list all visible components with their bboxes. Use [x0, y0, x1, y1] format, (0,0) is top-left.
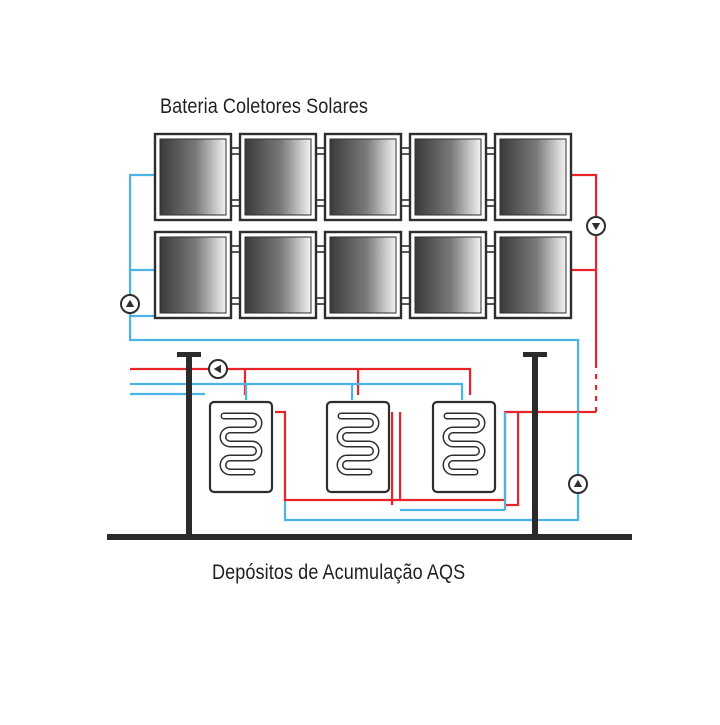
pump-icon [586, 216, 606, 236]
pump-icon [568, 474, 588, 494]
solar-collector-panel [493, 230, 573, 320]
cold-feed-pipe [128, 173, 155, 318]
solar-collector-panel [323, 230, 403, 320]
support-structure [107, 352, 632, 540]
collectors-label: Bateria Coletores Solares [160, 95, 368, 118]
solar-collector-panel [408, 230, 488, 320]
floor-beam [107, 534, 632, 540]
left-post [186, 356, 192, 536]
solar-collector-panel [493, 132, 573, 222]
right-post [532, 356, 538, 536]
right-post-cap [523, 352, 547, 357]
tanks-label: Depósitos de Acumulação AQS [212, 561, 466, 584]
left-post-cap [177, 352, 201, 357]
storage-tanks [208, 400, 497, 494]
solar-collector-panel [153, 230, 233, 320]
pump-icon [120, 294, 140, 314]
solar-collector-panel [238, 230, 318, 320]
collector-battery [153, 132, 573, 320]
tank-loop-cold-2 [400, 412, 507, 512]
hot-manifold-pipe [130, 367, 472, 395]
solar-collector-panel [238, 132, 318, 222]
solar-collector-panel [153, 132, 233, 222]
storage-tank [208, 400, 274, 494]
storage-tank [431, 400, 497, 494]
storage-tank [325, 400, 391, 494]
cold-manifold-pipe [130, 382, 464, 400]
solar-collector-panel [408, 132, 488, 222]
tank-loop-hot-2 [505, 412, 520, 507]
solar-collector-panel [323, 132, 403, 222]
hot-return-pipe [570, 173, 598, 412]
pumps [120, 216, 606, 494]
pump-icon [208, 359, 228, 379]
